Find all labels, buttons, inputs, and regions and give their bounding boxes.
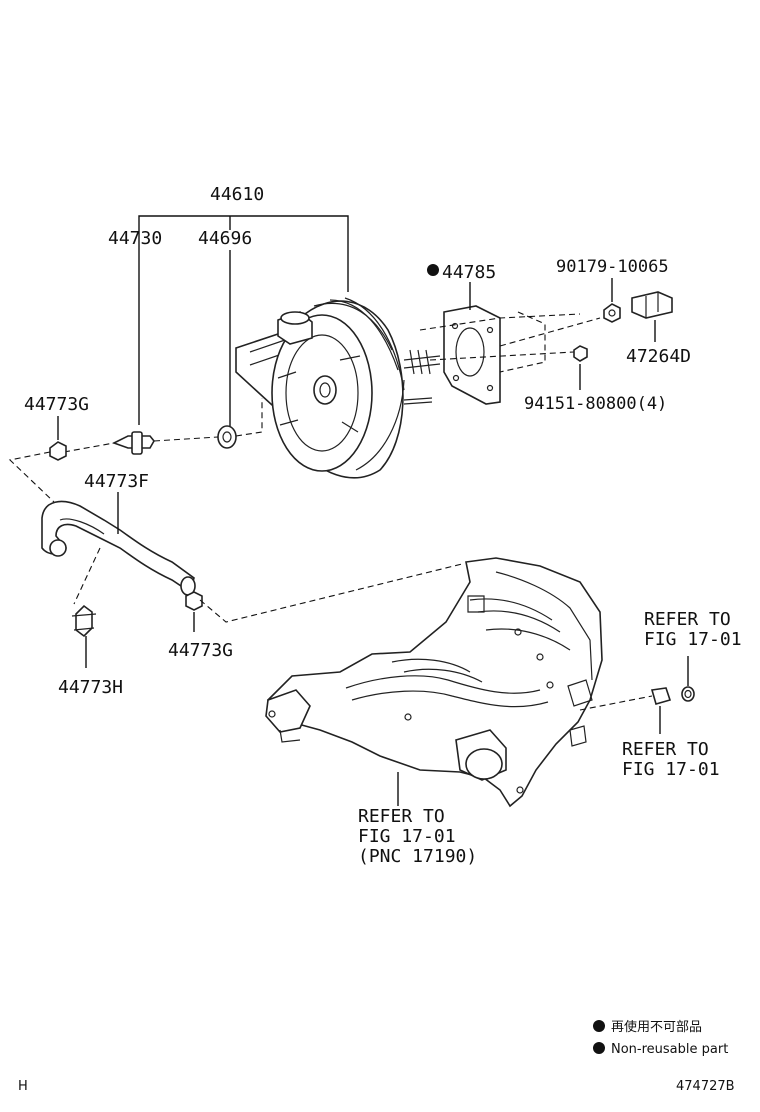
part-label-44730: 44730 (108, 228, 162, 249)
part-label-44773F: 44773F (84, 471, 149, 492)
legend-bullet-icon (593, 1020, 605, 1032)
vacuum-hose-drawing (41, 500, 196, 596)
refer-right-top-line2: FIG 17-01 (644, 629, 742, 650)
part-label-44785: 44785 (442, 262, 496, 283)
non-reusable-marker-icon (427, 264, 439, 276)
legend-bullet-icon (593, 1042, 605, 1054)
refer-manifold-line1: REFER TO (358, 806, 445, 827)
part-label-44773G-bottom: 44773G (168, 640, 233, 661)
part-label-44773H: 44773H (58, 677, 123, 698)
legend-japanese: 再使用不可部品 (611, 1019, 702, 1035)
part-label-44773G-top: 44773G (24, 394, 89, 415)
footer-left-code: H (18, 1079, 28, 1094)
illustration-number: 474727B (676, 1079, 735, 1094)
refer-right-bottom-line1: REFER TO (622, 739, 709, 760)
part-label-90179-10065: 90179-10065 (556, 257, 669, 277)
intake-manifold-drawing (265, 557, 603, 808)
legend-english: Non-reusable part (611, 1042, 728, 1057)
refer-manifold-line2: FIG 17-01 (358, 826, 456, 847)
part-label-94151-80800: 94151-80800(4) (524, 394, 667, 414)
refer-right-bottom-line2: FIG 17-01 (622, 759, 720, 780)
part-label-47264D: 47264D (626, 346, 691, 367)
refer-right-top-line1: REFER TO (644, 609, 731, 630)
part-label-44610: 44610 (210, 184, 264, 205)
brake-booster-drawing (235, 297, 441, 479)
part-label-44696: 44696 (198, 228, 252, 249)
refer-manifold-line3: (PNC 17190) (358, 846, 477, 867)
